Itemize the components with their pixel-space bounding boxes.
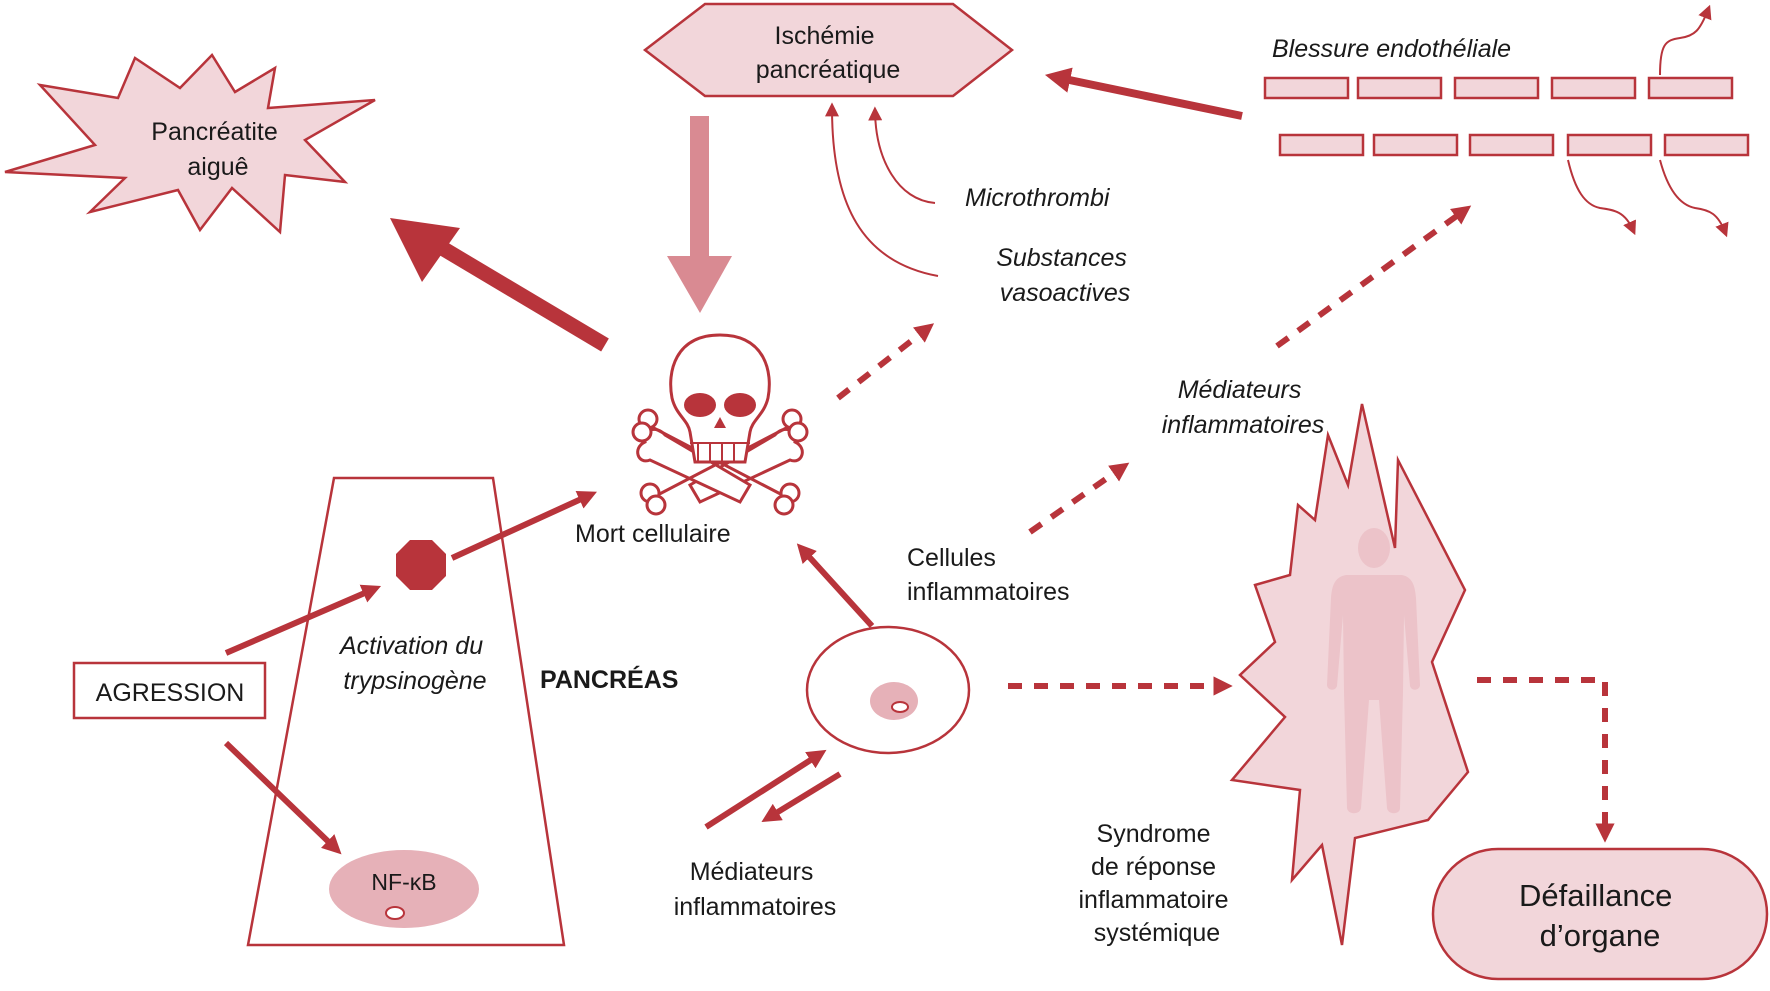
- svg-text:Défaillance d’organe: Défaillance d’organe: [1519, 878, 1681, 953]
- inflammatory-cell: [805, 625, 971, 755]
- mediateurs-top-label: Médiateurs inflammatoires: [1162, 376, 1325, 439]
- endothelial-injury-node: Blessure endothéliale: [1263, 4, 1750, 238]
- acute-pancreatitis-node: Pancréatite aiguê: [4, 52, 376, 235]
- pancreas-label: PANCRÉAS: [540, 665, 678, 694]
- aggression-node: AGRESSION: [72, 661, 267, 720]
- svg-text:Ischémie pancréatique: Ischémie pancréatique: [756, 22, 901, 84]
- mort-cellulaire-label: Mort cellulaire: [575, 520, 731, 548]
- feedback-arrows: [825, 102, 939, 277]
- skull-crossbones-icon: [631, 333, 809, 516]
- main-arrows: [390, 67, 1243, 352]
- starburst-shape: [4, 52, 376, 235]
- hexagon-shape: [642, 2, 1015, 98]
- human-figure-icon: [1327, 528, 1420, 814]
- cellules-label: Cellules inflammatoires: [907, 544, 1070, 606]
- pancreatite-line1: Pancréatite: [151, 118, 277, 146]
- agression-label: AGRESSION: [96, 679, 245, 707]
- ischemie-line1: Ischémie: [775, 22, 875, 50]
- activation-label: Activation du trypsinogène: [338, 632, 490, 695]
- ischemie-line2: pancréatique: [756, 56, 901, 84]
- sris-node: [1229, 403, 1470, 946]
- arrow-endothelium-to-ischemia: [1044, 67, 1243, 120]
- organ-failure-node: Défaillance d’organe: [1431, 847, 1769, 981]
- pancreas-region: Activation du trypsinogène PANCRÉAS NF-κ…: [246, 476, 678, 947]
- defaillance-line1: Défaillance: [1519, 878, 1672, 913]
- substances-label: Substances vasoactives: [996, 244, 1134, 307]
- leak-arrows: [1567, 4, 1729, 238]
- arrow-ischemia-to-death: [667, 116, 732, 313]
- dashed-arrows: [836, 205, 1615, 843]
- blessure-label: Blessure endothéliale: [1272, 35, 1511, 63]
- nfkb-label: NF-κB: [371, 869, 436, 895]
- solid-arrows: [223, 491, 875, 855]
- nfkb-nucleus: [329, 850, 479, 928]
- sris-label: Syndrome de réponse inflammatoire systém…: [1078, 820, 1235, 947]
- endothelial-cells-row-2: [1278, 133, 1750, 157]
- arrow-death-to-pancreatitis: [428, 235, 609, 352]
- defaillance-line2: d’organe: [1540, 918, 1661, 953]
- nfkb-dot: [385, 906, 405, 920]
- svg-text:Pancréatite aiguê: Pancréatite aiguê: [151, 118, 284, 181]
- ischemia-node: Ischémie pancréatique: [642, 2, 1015, 98]
- pancreatite-line2: aiguê: [187, 153, 248, 181]
- mediateurs-bottom-label: Médiateurs inflammatoires: [674, 858, 837, 921]
- microthrombi-label: Microthrombi: [965, 184, 1111, 212]
- endothelial-cells-row-1: [1263, 76, 1734, 100]
- octagon-icon: [396, 540, 446, 590]
